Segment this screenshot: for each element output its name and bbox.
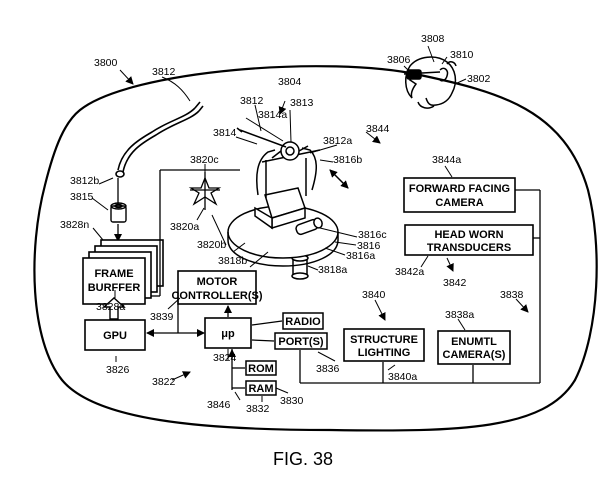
gpu-to-buffer-hollow-arrow [102,297,126,320]
ref-3840a: 3840a [388,371,417,383]
reference-numbers: 3800 3812 3804 3812 3813 3814a 3814 3812… [60,33,524,415]
gpu-box [84,319,146,351]
forward-camera-box [403,177,516,213]
structure-lighting-label-2: LIGHTING [358,347,411,359]
ref-3842: 3842 [443,277,467,289]
radio-box [282,312,324,330]
figure-caption: FIG. 38 [273,449,333,469]
ref-3816a: 3816a [346,250,375,262]
ref-3844: 3844 [366,123,390,135]
ref-3846: 3846 [207,399,231,411]
motor-controller-box [177,270,257,305]
ref-3812-top: 3812 [152,66,176,78]
user-head-icon [403,56,457,109]
ref-3838a: 3838a [445,309,474,321]
ref-3828a: 3828a [96,301,125,313]
rom-label: ROM [248,363,274,375]
ref-3818a: 3818a [318,264,347,276]
ref-3806: 3806 [387,54,411,66]
ref-3802: 3802 [467,73,491,85]
ref-3816b: 3816b [333,154,362,166]
frame-buffer-stack [82,239,164,305]
connector-icon [110,202,127,223]
microprocessor-label: μp [221,328,235,340]
ref-3813: 3813 [290,97,314,109]
enumtl-camera-label-2: CAMERA(S) [443,349,506,361]
frame-buffer-label-1: FRAME [94,268,133,280]
ref-3828n: 3828n [60,219,89,231]
ref-3818b: 3818b [218,255,247,267]
ref-3812b: 3812b [70,175,99,187]
microprocessor-box [204,317,252,349]
head-worn-label-2: TRANSDUCERS [427,242,511,254]
gimbal-platform-assembly [227,127,349,280]
motor-controller-label-1: MOTOR [197,276,238,288]
ref-3816: 3816 [357,240,381,252]
ref-3822: 3822 [152,376,176,388]
ref-3824: 3824 [213,352,237,364]
ref-3816c: 3816c [358,229,387,241]
ref-3812a: 3812a [323,135,352,147]
ref-3836: 3836 [316,363,340,375]
ref-3820b: 3820b [197,239,226,251]
ref-3800: 3800 [94,57,118,69]
forward-camera-label-1: FORWARD FACING [409,183,510,195]
ref-3839: 3839 [150,311,174,323]
cable-icon [115,101,204,178]
ref-3844a: 3844a [432,154,461,166]
processor-connections [146,169,541,390]
ref-3832: 3832 [246,403,270,415]
ref-3820a: 3820a [170,221,199,233]
ref-3808: 3808 [421,33,445,45]
ref-3838: 3838 [500,289,524,301]
ref-3812: 3812 [240,95,264,107]
ports-box [274,332,328,350]
head-worn-transducers-box [404,224,534,256]
enumtl-camera-label-1: ENUMTL [451,336,497,348]
axis-compass-icon [188,172,222,210]
radio-label: RADIO [285,316,321,328]
rom-box [245,360,277,376]
forward-camera-label-2: CAMERA [435,197,483,209]
ref-3810: 3810 [450,49,474,61]
ref-3842a: 3842a [395,266,424,278]
frame-buffer-label-2: BURFFER [88,282,141,294]
ports-label: PORT(S) [278,336,324,348]
structure-lighting-label-1: STRUCTURE [350,334,418,346]
ref-3804: 3804 [278,76,302,88]
enumtl-camera-box [437,330,511,365]
head-worn-label-1: HEAD WORN [434,229,503,241]
structure-lighting-box [343,328,425,362]
motor-controller-label-2: CONTROLLER(S) [171,290,262,302]
ref-3830: 3830 [280,395,304,407]
ram-label: RAM [248,383,273,395]
ref-3820c: 3820c [190,154,219,166]
ref-3840: 3840 [362,289,386,301]
ref-3815: 3815 [70,191,94,203]
ref-3826: 3826 [106,364,130,376]
gpu-label: GPU [103,330,127,342]
ref-3814: 3814 [213,127,237,139]
reference-leader-lines [91,45,529,402]
ref-3814a: 3814a [258,109,287,121]
